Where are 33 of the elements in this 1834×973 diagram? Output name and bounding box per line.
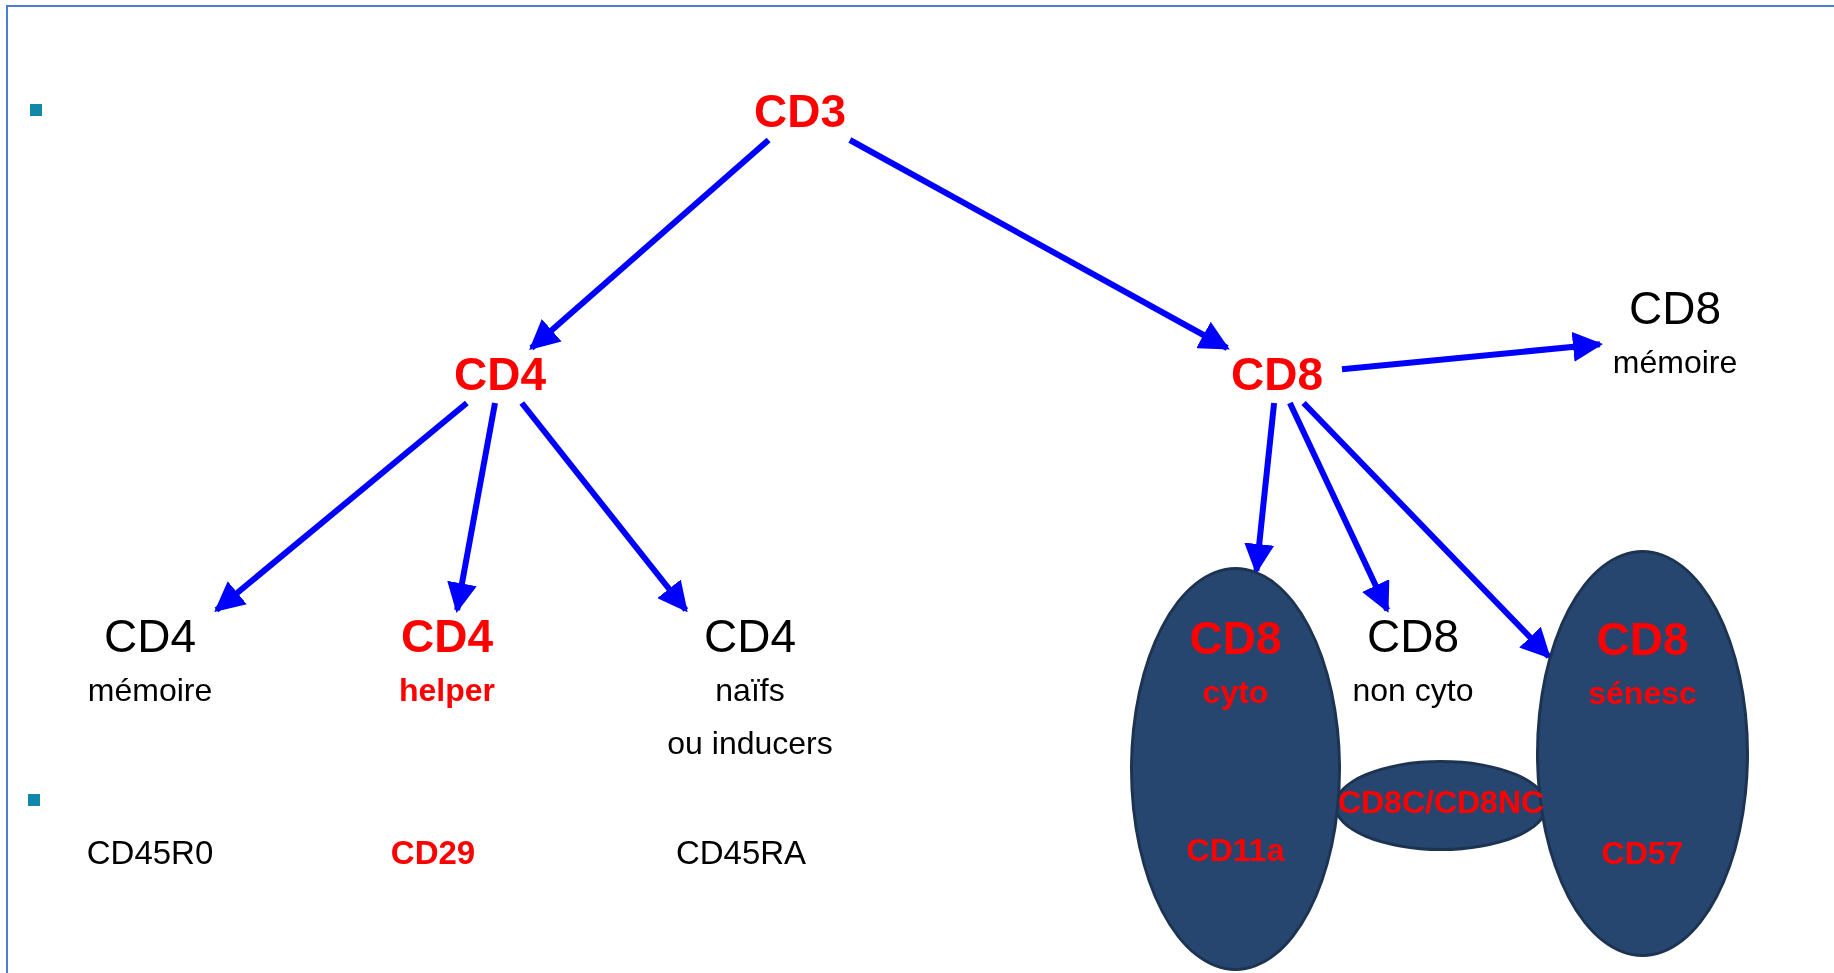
subset-label: CD11a <box>1186 832 1285 869</box>
arrow <box>519 401 689 613</box>
marker-label: CD3 <box>754 85 846 138</box>
marker-label: CD4 <box>454 348 546 401</box>
subset-label: naïfs <box>715 672 785 709</box>
marker-label: CD45R0 <box>86 834 214 872</box>
marker-label: CD8C/CD8NC <box>1337 784 1545 821</box>
subset-label: sénesc <box>1588 675 1697 712</box>
subset-label: non cyto <box>1352 672 1474 709</box>
marker-label: CD4 <box>104 610 196 663</box>
marker-label: CD8 <box>1596 613 1689 666</box>
arrow <box>1244 402 1278 574</box>
subset-label: cyto <box>1202 674 1269 711</box>
arrow <box>214 400 469 613</box>
arrow <box>529 137 771 351</box>
subset-label: mémoire <box>87 672 213 709</box>
subset-label: mémoire <box>1612 344 1738 381</box>
marker-label: CD8 <box>1367 610 1459 663</box>
marker-label: CD4 <box>401 610 493 663</box>
marker-label: CD8 <box>1231 348 1323 401</box>
arrow <box>848 137 1230 351</box>
arrow <box>1341 331 1603 373</box>
subset-label: CD57 <box>1601 835 1684 872</box>
marker-label: CD8 <box>1189 612 1282 665</box>
arrow <box>447 402 498 613</box>
marker-label: CD4 <box>704 610 796 663</box>
marker-label: CD29 <box>390 834 476 872</box>
marker-label: CD8 <box>1629 282 1721 335</box>
arrow <box>1301 400 1551 659</box>
subset-label: helper <box>399 672 495 709</box>
arrow <box>1287 401 1390 613</box>
subset-label: ou inducers <box>667 725 833 762</box>
marker-label: CD45RA <box>675 834 807 872</box>
